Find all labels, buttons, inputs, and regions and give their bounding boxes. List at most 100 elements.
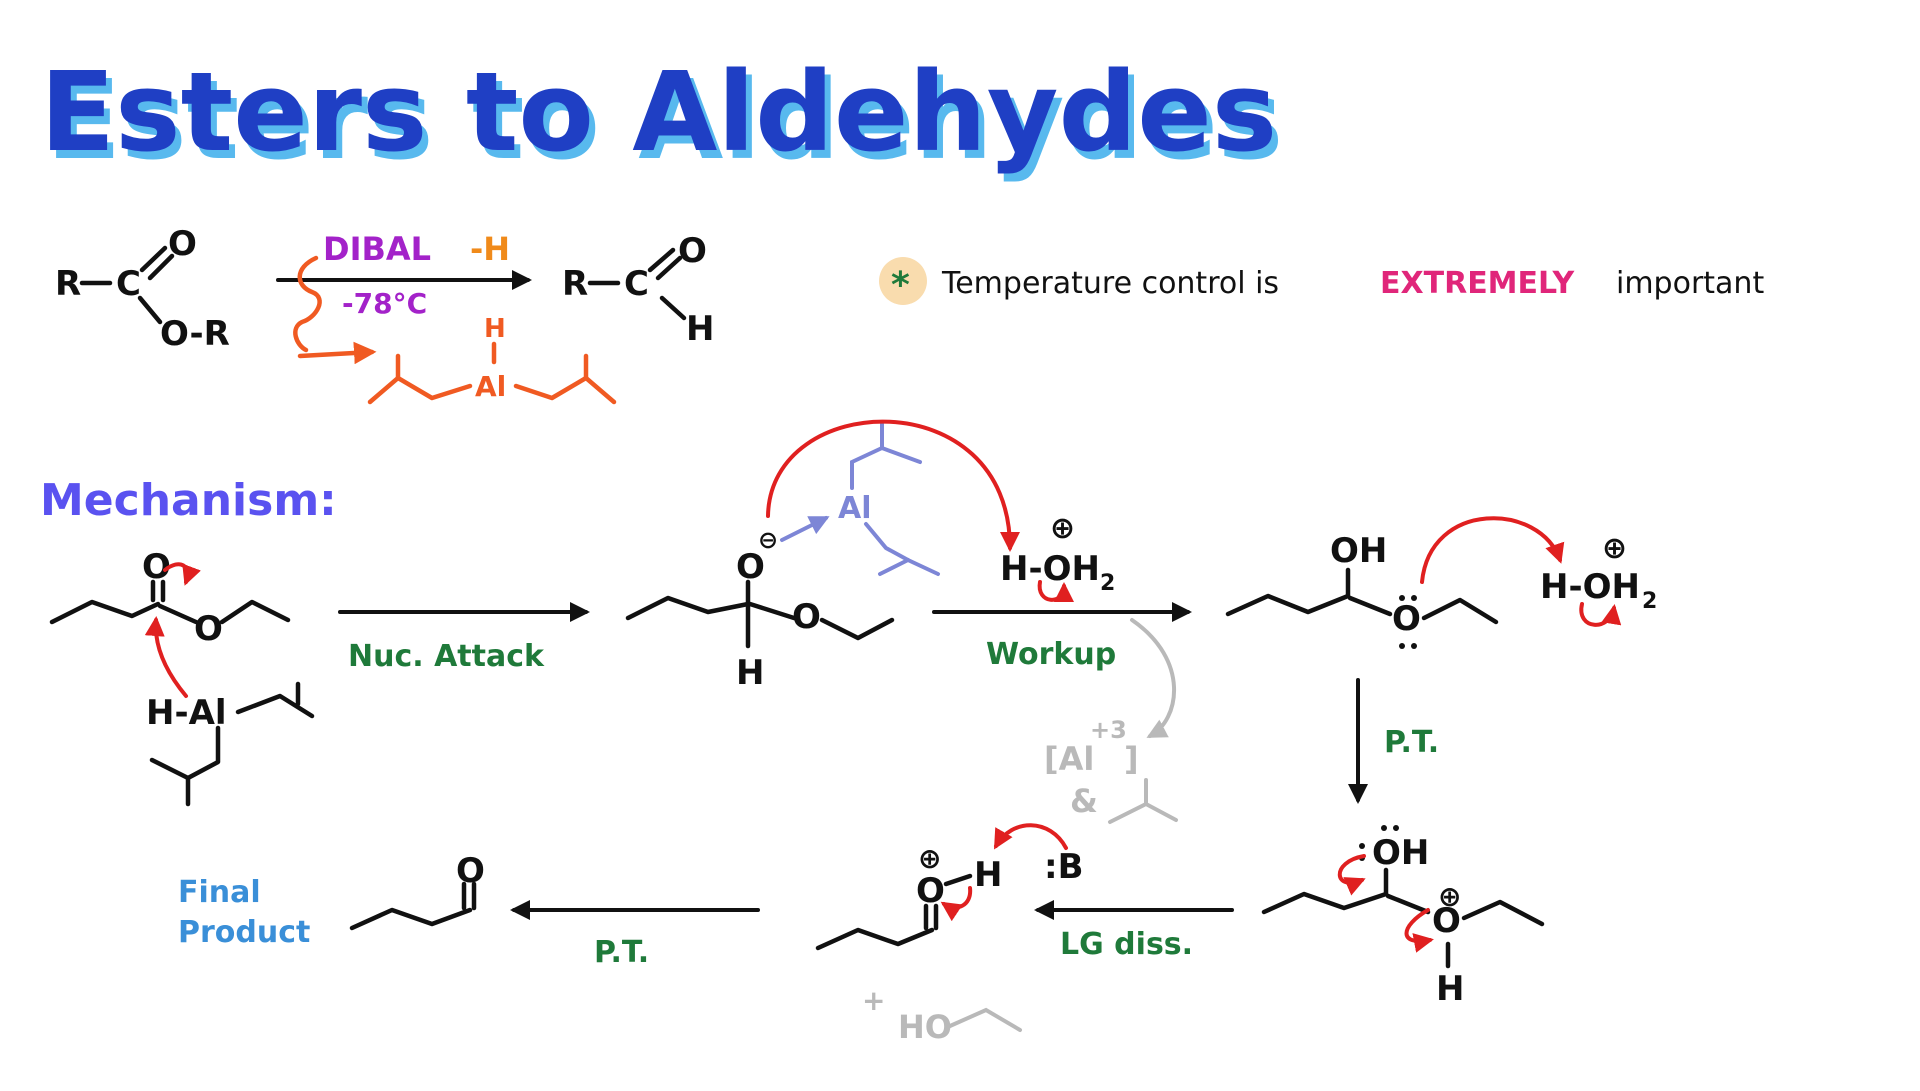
ester-r-label: R [55,264,81,304]
tetra-o-minus: O [736,547,765,587]
ester-co-bond-1 [139,245,168,273]
pald-o: O [916,871,945,911]
tetra-ether-o: O [792,597,821,637]
ester-co-bond-2 [147,253,175,281]
workup-hydronium: ⊕ H-OH 2 [1000,511,1115,603]
step2-deprotonation-arc [766,419,1020,552]
step4-protonated-hemiacetal: OH O ⊕ H [1261,825,1545,1009]
al3-label: [Al [1044,740,1094,778]
product-co-bond-2 [655,255,683,281]
prot-oxonium-o: O [1432,901,1461,941]
al3-bracket: ] [1124,740,1139,778]
product-r-label: R [562,264,588,304]
hydronium1-sub: 2 [1100,571,1115,596]
step3-hemiacetal: OH O [1225,516,1565,649]
prot-chain [1261,891,1389,915]
final-label-line1: Final [178,875,261,910]
al-bottom-branch [878,558,910,576]
reagent-dibal: DIBAL [323,230,431,268]
ester-ethyl [219,599,291,625]
hydronium1-label: H-OH [1000,549,1100,589]
dibal-struct-h: H [484,314,506,344]
al3-ampersand: & [1070,782,1098,820]
prot-ethyl [1461,899,1545,927]
dibal-struct-al: Al [475,370,506,403]
al-blue-label: Al [838,491,872,526]
step2-tetrahedral: O ⊖ H O Al [625,419,1020,693]
isobutane-chain [1108,801,1178,824]
step5-protonated-aldehyde: O ⊕ H :B [815,823,1084,951]
al-bottom-isobutyl [864,522,940,576]
final-chain [349,907,473,931]
ester-chain [49,599,161,625]
dibal-left-isobutyl [367,375,473,405]
step5-base-arrow [994,823,1068,850]
product-h-label: H [686,309,714,349]
page-title: Esters to Aldehydes Esters to Aldehydes [40,48,1283,184]
pald-o-h-bond [943,873,973,887]
al-release-arrow [1130,618,1177,738]
hydronium2-plus: ⊕ [1602,531,1627,566]
prot-oxonium-plus: ⊕ [1438,880,1461,913]
hemi-chain [1225,593,1351,617]
product-c-h-bond [659,295,687,321]
final-product: O Final Product [178,851,485,950]
step1-ester-structure: O O H-Al [49,547,315,807]
lone-pair-dot [1359,843,1365,849]
ester-carbonyl-o: O [168,224,197,264]
overview-reaction: R C O O-R DIBAL -H -78°C H Al R C O H [55,224,714,405]
pald-h: H [974,855,1002,895]
ester-c-label: C [116,264,141,304]
lone-pair-dot [1411,643,1417,649]
lone-pair-dot [1393,825,1399,831]
ester-c-o-bond [137,295,163,325]
lone-pair-dot [1399,643,1405,649]
final-o: O [456,851,485,891]
lone-pair-dot [1399,595,1405,601]
tetra-ethyl [819,617,895,641]
ethanol-chain [948,1007,1022,1032]
step5-label: P.T. [594,935,649,970]
ester-or-label: O-R [160,314,230,354]
ethanol-ho: HO [898,1008,952,1046]
hemi-oh: OH [1330,531,1387,571]
reagent-squiggle [293,255,322,353]
note-star-badge [879,257,927,305]
hemi-c-o-bond [1347,595,1393,617]
step4-lone-pair-arrow [1337,854,1366,896]
hydronium2-sub: 2 [1642,589,1657,614]
tetra-minus-charge: ⊖ [758,526,778,554]
lone-pair-dot [1411,595,1417,601]
step1-label: Nuc. Attack [348,639,545,674]
dibal-bottom-isobutyl [149,725,221,781]
hydronium1-plus: ⊕ [1050,511,1075,546]
tetra-h: H [736,653,764,693]
hydronium2-label: H-OH [1540,567,1640,607]
step2-label: Workup [986,637,1116,672]
prot-oh: OH [1372,833,1429,873]
note-star-icon: * [891,265,910,306]
al-top-isobutyl [850,445,922,490]
ester-c-o-single [157,603,199,625]
tetra-c-or-bond [747,601,797,621]
product-c-label: C [624,264,649,304]
second-hydronium: ⊕ H-OH 2 [1540,531,1657,627]
hemi-ether-o: O [1392,599,1421,639]
temperature-label: -78°C [342,287,427,320]
ethanol-plus: + [862,984,885,1017]
al-byproduct: [Al ] +3 & [1044,618,1178,824]
dibal-top-isobutyl [235,693,315,719]
ethanol-byproduct: + HO [862,984,1022,1046]
pald-chain [815,927,935,951]
reagent-h-label: -H [470,230,510,268]
al-coordination-arrow [780,516,830,542]
hemi-ethyl [1421,597,1499,625]
temperature-note: * Temperature control is EXTREMELY impor… [879,257,1764,306]
pald-plus: ⊕ [918,842,941,875]
step1-hydride-arrow [144,616,188,698]
al3-charge: +3 [1090,716,1127,744]
lone-pair-dot [1381,825,1387,831]
dibal-right-isobutyl [513,375,617,405]
